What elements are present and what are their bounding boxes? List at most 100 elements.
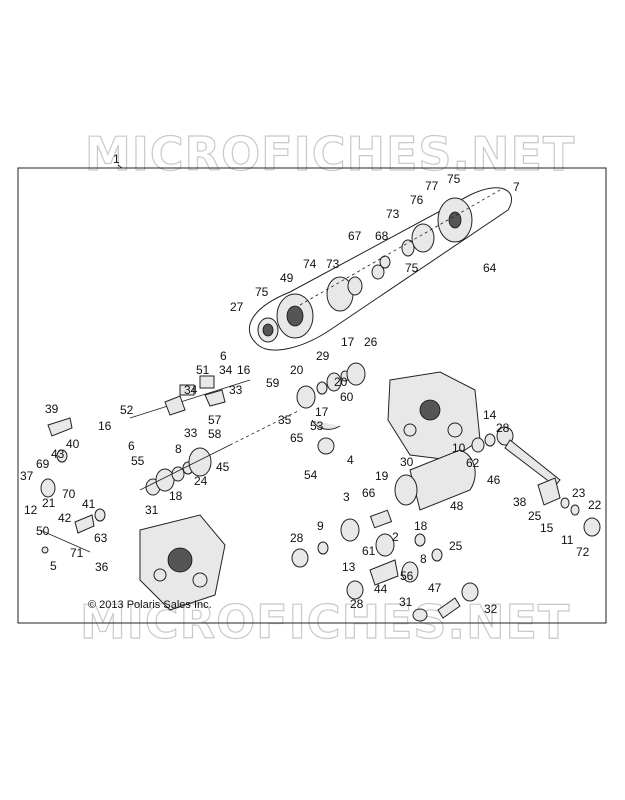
callout-label: 8: [175, 442, 182, 456]
callout-label: 47: [428, 581, 442, 595]
callout-label: 40: [66, 437, 80, 451]
callout-label: 45: [216, 460, 230, 474]
callout-label: 18: [414, 519, 428, 533]
callout-label: 73: [386, 207, 400, 221]
callout-label: 42: [58, 511, 72, 525]
callout-label: 73: [326, 257, 340, 271]
callout-label: 34: [219, 363, 233, 377]
mid-shaft-group: [296, 362, 366, 455]
callout-label: 9: [317, 519, 324, 533]
callout-label: 51: [196, 363, 210, 377]
left-shaft-group: [39, 417, 106, 554]
callout-label: 75: [405, 261, 419, 275]
callout-label: 17: [341, 335, 355, 349]
callout-label: 52: [120, 403, 134, 417]
callout-label: 46: [487, 473, 501, 487]
shift-fork-group: [129, 375, 251, 419]
callout-label: 2: [392, 530, 399, 544]
callout-label: 67: [348, 229, 362, 243]
callout-label: 54: [304, 468, 318, 482]
callout-label: 12: [24, 503, 38, 517]
callout-label: 77: [425, 179, 439, 193]
diagram-frame: [17, 167, 607, 624]
callout-label: 65: [290, 431, 304, 445]
callout-label: 23: [572, 486, 586, 500]
callout-label: 49: [280, 271, 294, 285]
callout-label: 34: [184, 383, 198, 397]
callout-label: 11: [561, 533, 574, 547]
callout-label: 57: [208, 413, 222, 427]
upper-gear-assembly: [248, 187, 512, 351]
callout-label: 27: [230, 300, 244, 314]
callout-label: 75: [255, 285, 269, 299]
countershaft-group: [139, 409, 301, 496]
callout-label: 3: [343, 490, 350, 504]
callout-label: 56: [400, 569, 414, 583]
callout-label: 6: [220, 349, 227, 363]
callout-label: 16: [237, 363, 251, 377]
callout-label: 48: [450, 499, 464, 513]
callout-label: 74: [303, 257, 317, 271]
callout-label: 18: [169, 489, 183, 503]
callout-label: 39: [45, 402, 59, 416]
callout-label: 62: [466, 456, 480, 470]
callout-label: 44: [374, 582, 388, 596]
lower-housing: [139, 514, 226, 611]
callout-label: 60: [340, 390, 354, 404]
callout-label: 31: [399, 595, 413, 609]
callout-label: 28: [350, 597, 364, 611]
callout-label: 31: [145, 503, 159, 517]
callout-label: 20: [290, 363, 304, 377]
callout-label: 61: [362, 544, 376, 558]
callout-label: 72: [576, 545, 590, 559]
callout-label: 7: [513, 180, 520, 194]
callout-label: 38: [513, 495, 527, 509]
callout-label: 14: [483, 408, 497, 422]
output-shaft-group: [471, 426, 601, 537]
callout-label: 4: [347, 453, 354, 467]
callout-label: 70: [62, 487, 76, 501]
callout-label: 36: [95, 560, 109, 574]
callout-label: 53: [310, 419, 324, 433]
callout-label: 33: [184, 426, 198, 440]
callout-label: 16: [98, 419, 112, 433]
callout-label: 17: [315, 405, 329, 419]
callout-label: 28: [290, 531, 304, 545]
lower-gear-group: [291, 509, 443, 600]
callout-label: 30: [400, 455, 414, 469]
callout-label: 1: [113, 152, 120, 166]
callout-label: 68: [375, 229, 389, 243]
housing-sleeve: [394, 449, 476, 511]
callout-label: 33: [229, 383, 243, 397]
callout-label: 29: [316, 349, 330, 363]
callout-label: 71: [70, 546, 84, 560]
callout-label: 22: [588, 498, 602, 512]
callout-label: 25: [449, 539, 463, 553]
callout-label: 59: [266, 376, 280, 390]
callout-label: 8: [420, 552, 427, 566]
callout-label: 19: [375, 469, 389, 483]
callout-label: 5: [50, 559, 57, 573]
callout-label: 21: [42, 496, 56, 510]
callout-label: 13: [342, 560, 356, 574]
watermark-bottom: MICROFICHES.NET: [80, 595, 570, 649]
callout-label: 55: [131, 454, 145, 468]
callout-label: 50: [36, 524, 50, 538]
callout-label: 43: [51, 447, 65, 461]
callout-label: 69: [36, 457, 50, 471]
main-housing: [387, 371, 481, 461]
callout-label: 35: [278, 413, 292, 427]
callout-label: 25: [528, 509, 542, 523]
watermark-top: MICROFICHES.NET: [85, 127, 575, 181]
bottom-shaft-group: [412, 582, 479, 622]
callout-label: 15: [540, 521, 554, 535]
callout-label: 28: [496, 421, 510, 435]
copyright-notice: © 2013 Polaris Sales Inc.: [88, 599, 212, 611]
callout-label: 76: [410, 193, 424, 207]
callout-label: 75: [447, 172, 461, 186]
callout-label: 10: [452, 441, 466, 455]
callout-label: 32: [484, 602, 498, 616]
callout-label: 63: [94, 531, 108, 545]
